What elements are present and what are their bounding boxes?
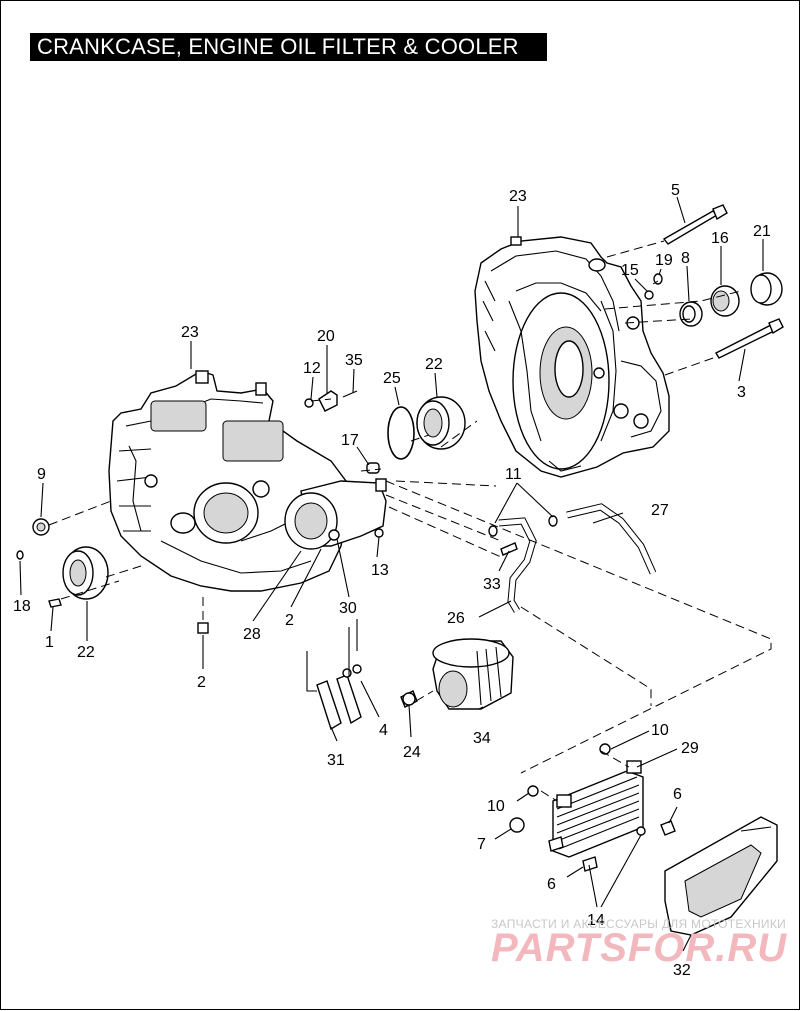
callout-32: 32 [673, 962, 691, 979]
cooler-cover-32 [664, 816, 778, 936]
callout-19: 19 [655, 252, 673, 269]
callout-22: 22 [425, 356, 443, 373]
callout-1: 1 [45, 634, 54, 651]
leader-lines [19, 196, 764, 952]
main-bearing-right [416, 396, 466, 450]
cooler-fasteners [509, 743, 676, 872]
oil-lines [488, 503, 657, 613]
bolt-5 [662, 204, 728, 245]
callout-23: 23 [509, 188, 527, 205]
assembly-lines [48, 240, 772, 802]
oil-filter-34 [432, 638, 514, 710]
callout-12: 12 [303, 360, 321, 377]
callout-22-left: 22 [77, 644, 95, 661]
page-title: CRANKCASE, ENGINE OIL FILTER & COOLER [37, 34, 519, 59]
callout-35: 35 [345, 352, 363, 369]
callout-5: 5 [671, 182, 680, 199]
callout-14: 14 [587, 912, 605, 929]
main-bearing-left [62, 546, 109, 600]
callout-4: 4 [379, 722, 388, 739]
callout-18: 18 [13, 598, 31, 615]
callout-24: 24 [403, 744, 421, 761]
callout-34: 34 [473, 730, 491, 747]
callout-20: 20 [317, 328, 335, 345]
callout-33: 33 [483, 576, 501, 593]
filter-adapter [284, 478, 387, 550]
callout-25: 25 [383, 370, 401, 387]
callout-6-lower: 6 [547, 876, 556, 893]
small-fittings [16, 273, 663, 634]
retaining-ring-25 [387, 406, 415, 460]
callout-10-upper: 10 [651, 722, 669, 739]
bearing-21 [750, 272, 783, 306]
watermark-tagline: ЗАПЧАСТИ И АКСЕССУАРЫ ДЛЯ МОТОТЕХНИКИ [491, 917, 787, 931]
callout-30: 30 [339, 600, 357, 617]
callout-16: 16 [711, 230, 729, 247]
callout-31: 31 [327, 752, 345, 769]
watermark-logo: PARTSFOR.RU [491, 926, 788, 970]
callout-3: 3 [737, 384, 746, 401]
callout-27: 27 [651, 502, 669, 519]
bolt-3 [715, 318, 784, 359]
callout-29: 29 [681, 740, 699, 757]
spacer-8 [679, 301, 703, 327]
seal-16 [710, 285, 740, 317]
callout-2-lower: 2 [197, 674, 206, 691]
callout-11: 11 [505, 466, 522, 483]
left-crankcase-half [108, 370, 348, 592]
callout-13: 13 [371, 562, 389, 579]
callout-2: 2 [285, 612, 294, 629]
oil-cooler-29 [548, 760, 644, 858]
callout-7: 7 [477, 836, 486, 853]
nipple-24 [400, 690, 418, 708]
callout-8: 8 [681, 250, 690, 267]
callout-21: 21 [753, 223, 771, 240]
callout-17: 17 [341, 432, 359, 449]
right-crankcase-half [474, 236, 670, 478]
callout-26: 26 [447, 610, 465, 627]
needle-bearing-9 [32, 518, 50, 536]
callout-23-left: 23 [181, 324, 199, 341]
callout-15: 15 [621, 262, 639, 279]
title-bar: CRANKCASE, ENGINE OIL FILTER & COOLER [30, 33, 547, 61]
callout-6-upper: 6 [673, 786, 682, 803]
callout-labels: 23 5 21 16 8 19 15 3 23 20 12 35 25 22 1… [13, 182, 771, 979]
callout-28: 28 [243, 626, 261, 643]
callout-9: 9 [37, 466, 46, 483]
linkage-plates [316, 664, 362, 731]
callout-10-lower: 10 [487, 798, 505, 815]
